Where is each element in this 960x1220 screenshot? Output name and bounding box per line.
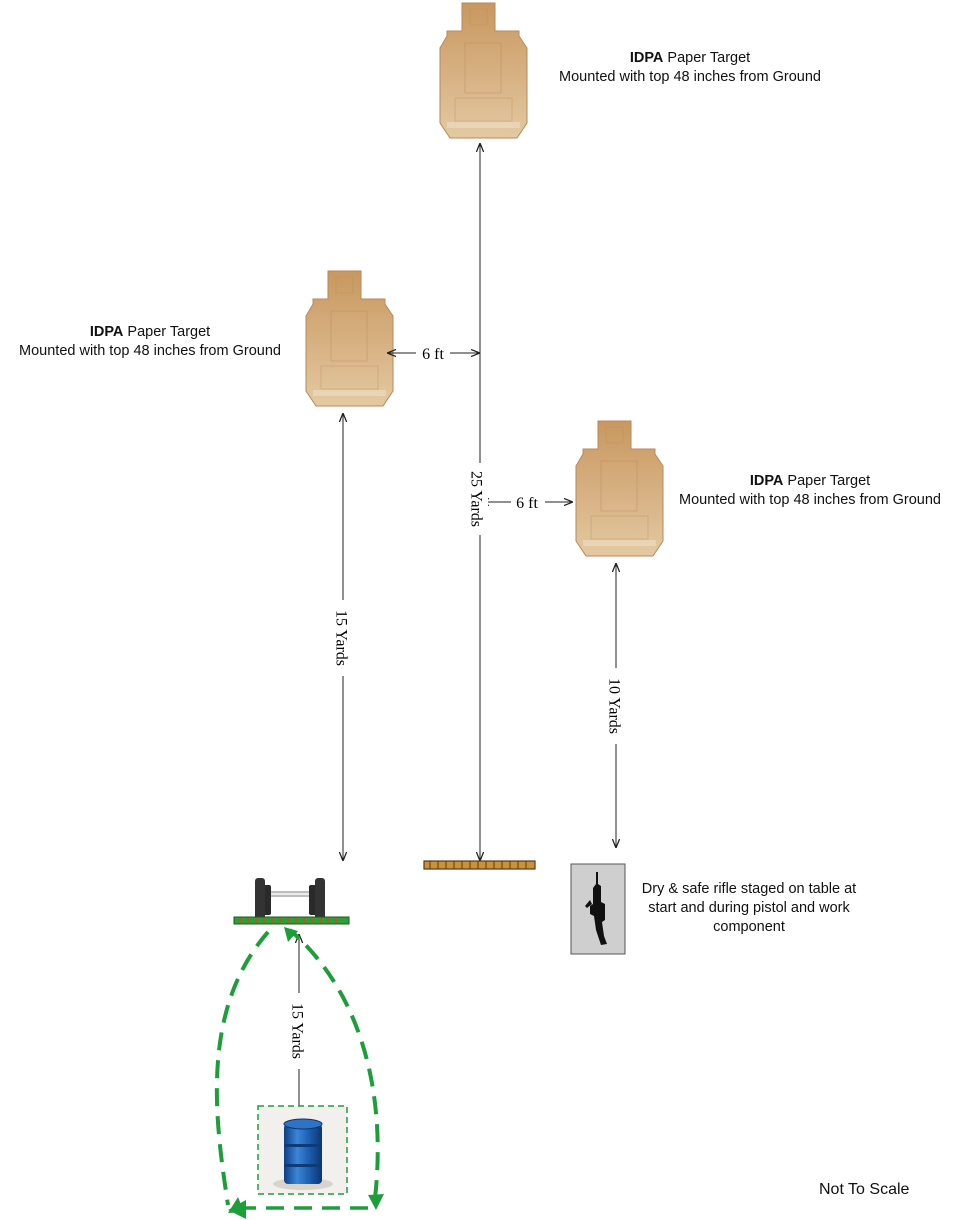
rifle-note: Dry & safe rifle staged on table at star… (641, 881, 857, 935)
movement-path (214, 927, 384, 1219)
target-title: IDPA Paper Target (89, 324, 211, 340)
spacing-label-left: 6 ft (422, 346, 444, 363)
target-mount-note: Mounted with top 48 inches from Ground (19, 343, 281, 359)
distance-label-right: 10 Yards (605, 678, 622, 734)
distance-label-left: 15 Yards (332, 610, 349, 666)
idpa-target-icon (440, 3, 527, 138)
dumbbell-icon (255, 878, 325, 922)
fault-line-icon (233, 916, 350, 925)
target-title: IDPA Paper Target (629, 50, 751, 66)
distance-label-far: 25 Yards (467, 471, 484, 527)
idpa-target-icon (306, 271, 393, 406)
idpa-target-icon (576, 421, 663, 556)
target-title: IDPA Paper Target (749, 473, 871, 489)
distance-label-carry: 15 Yards (288, 1003, 305, 1059)
scale-note: Not To Scale (819, 1181, 910, 1198)
target-mount-note: Mounted with top 48 inches from Ground (559, 69, 821, 85)
spacing-label-right: 6 ft (516, 495, 538, 512)
target-mount-note: Mounted with top 48 inches from Ground (679, 492, 941, 508)
rifle-icon (585, 872, 607, 945)
fault-line-icon (423, 860, 536, 870)
target-label-left: IDPA Paper Target Mounted with top 48 in… (0, 323, 300, 361)
target-label-far: IDPA Paper Target Mounted with top 48 in… (540, 49, 840, 87)
barrel-icon (273, 1118, 333, 1190)
target-label-right: IDPA Paper Target Mounted with top 48 in… (660, 472, 960, 510)
